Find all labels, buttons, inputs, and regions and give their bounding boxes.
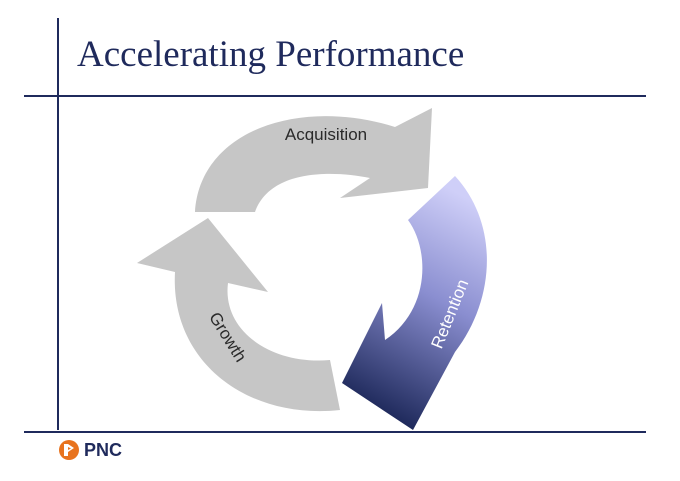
retention-arrow — [342, 176, 487, 430]
pnc-logo: PNC — [58, 439, 122, 461]
footer-rule — [24, 431, 646, 433]
title-underline-rule — [24, 95, 646, 97]
slide-title: Accelerating Performance — [77, 34, 465, 75]
pnc-logo-text: PNC — [84, 439, 123, 460]
vertical-rule — [57, 18, 59, 430]
acquisition-label: Acquisition — [285, 125, 367, 144]
acquisition-arrow — [195, 108, 432, 212]
growth-arrow — [137, 218, 340, 412]
pnc-logo-mark-icon — [59, 440, 79, 460]
